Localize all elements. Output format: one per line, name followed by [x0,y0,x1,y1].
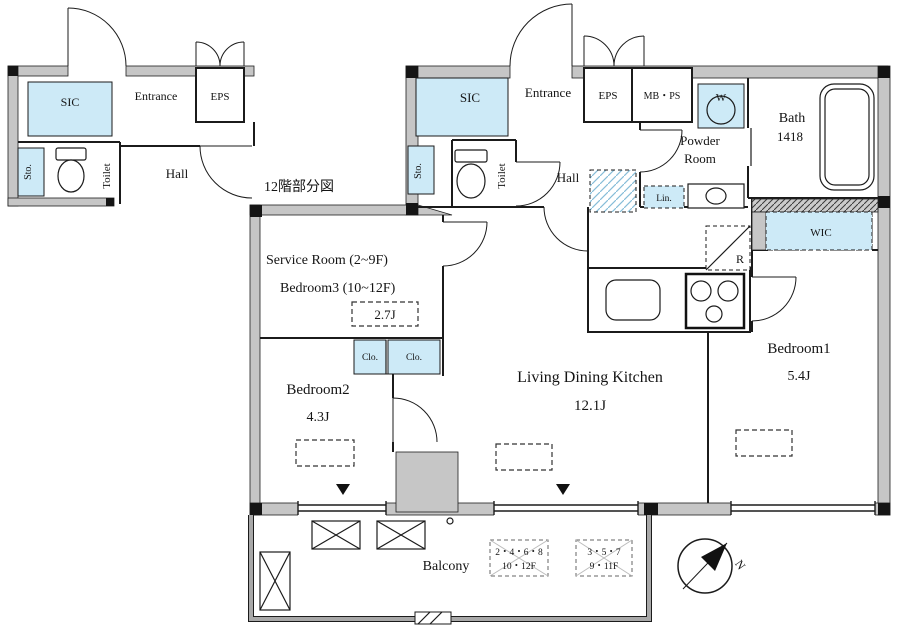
bath-label: Bath [779,111,805,126]
toilet-label: Toilet [496,163,508,189]
mini-plan-caption: 12階部分図 [264,179,334,195]
stove [684,272,746,330]
closet-1 [353,339,387,375]
storage-closet [407,145,435,195]
eps-label: EPS [599,90,618,102]
bedroom3-size-label: 2.7J [374,307,395,322]
fridge-space [705,225,751,271]
main-plan: SIC Entrance EPS MB・PS W Bath 1418 Powde… [249,3,891,517]
bathtub [819,83,875,191]
ac-unit-spaces [259,520,426,611]
mini-sic-label: SIC [61,95,80,109]
ldk-label: Living Dining Kitchen [517,369,663,386]
closet-2-label: Clo. [406,353,422,363]
wic-label: WIC [810,227,831,239]
mini-plan: SIC Entrance EPS Sto. Toilet Hall 12階部分図 [7,7,334,207]
fridge-label: R [736,252,744,266]
wic-closet [765,211,873,251]
drain-mark [446,517,454,525]
balcony-label: Balcony [423,559,470,574]
room-labels: SIC Entrance EPS MB・PS W Bath 1418 Powde… [266,85,832,425]
fixtures [454,83,875,330]
floor-note-b: 3・5・7 9・11F [575,539,633,577]
vanity [687,183,745,209]
window-marker-1 [336,484,350,495]
furniture-outlines [295,301,793,471]
sic-closet [415,77,509,137]
service-room-label: Service Room (2~9F) [266,253,388,268]
floors-b-line2: 9・11F [590,562,619,572]
mini-entrance-label: Entrance [135,89,178,103]
bedroom1-label: Bedroom1 [767,341,830,357]
mini-eps-label: EPS [211,91,230,103]
mini-walls [7,65,255,207]
mbps-label: MB・PS [644,91,681,102]
north-label: N [732,557,749,572]
kitchen-sink [605,279,661,321]
north-arrow-icon [701,543,727,571]
powder-room-label-1: Powder [680,133,720,148]
mini-door-arcs [67,7,253,199]
washer-label: W [716,92,727,104]
windows [297,484,876,517]
mini-hall-label: Hall [166,166,189,181]
floors-a-line2: 10・12F [502,562,536,572]
entrance-label: Entrance [525,85,571,100]
sic-label: SIC [460,90,480,105]
bath-size-label: 1418 [777,129,803,144]
hall-label: Hall [557,170,580,185]
bedroom2-size-label: 4.3J [307,410,331,425]
storage-label: Sto. [413,163,424,179]
closet-1-label: Clo. [362,353,378,363]
bedroom2-label: Bedroom2 [286,382,349,398]
floor-note-a: 2・4・6・8 10・12F [489,539,549,577]
closet-2 [387,339,441,375]
mini-toilet-fixture [55,147,87,193]
washer-space [697,83,745,129]
window-marker-2 [556,484,570,495]
bedroom3-label: Bedroom3 (10~12F) [280,281,396,296]
floors-b-line1: 3・5・7 [587,548,621,558]
closets [353,77,879,375]
balcony-hatch [414,611,452,625]
mini-storage-label: Sto. [23,164,34,180]
mini-sic-closet [27,81,113,137]
balcony: 2・4・6・8 10・12F 3・5・7 9・11F Balcony [248,515,652,625]
washer-icon [706,95,736,125]
mini-toilet-label: Toilet [101,163,113,189]
linen-label: Lin. [656,194,672,204]
floors-a-line1: 2・4・6・8 [495,548,543,558]
toilet-fixture [454,149,488,199]
compass: N [677,538,749,594]
bedroom1-size-label: 5.4J [788,369,812,384]
door-arcs [392,3,797,443]
mini-storage [17,147,45,197]
linen-closet [643,185,685,209]
floor-hatch [589,169,637,213]
hatched-wall [751,198,879,213]
ldk-size-label: 12.1J [574,398,606,414]
mini-partitions [18,67,255,204]
powder-room-label-2: Room [684,151,716,166]
